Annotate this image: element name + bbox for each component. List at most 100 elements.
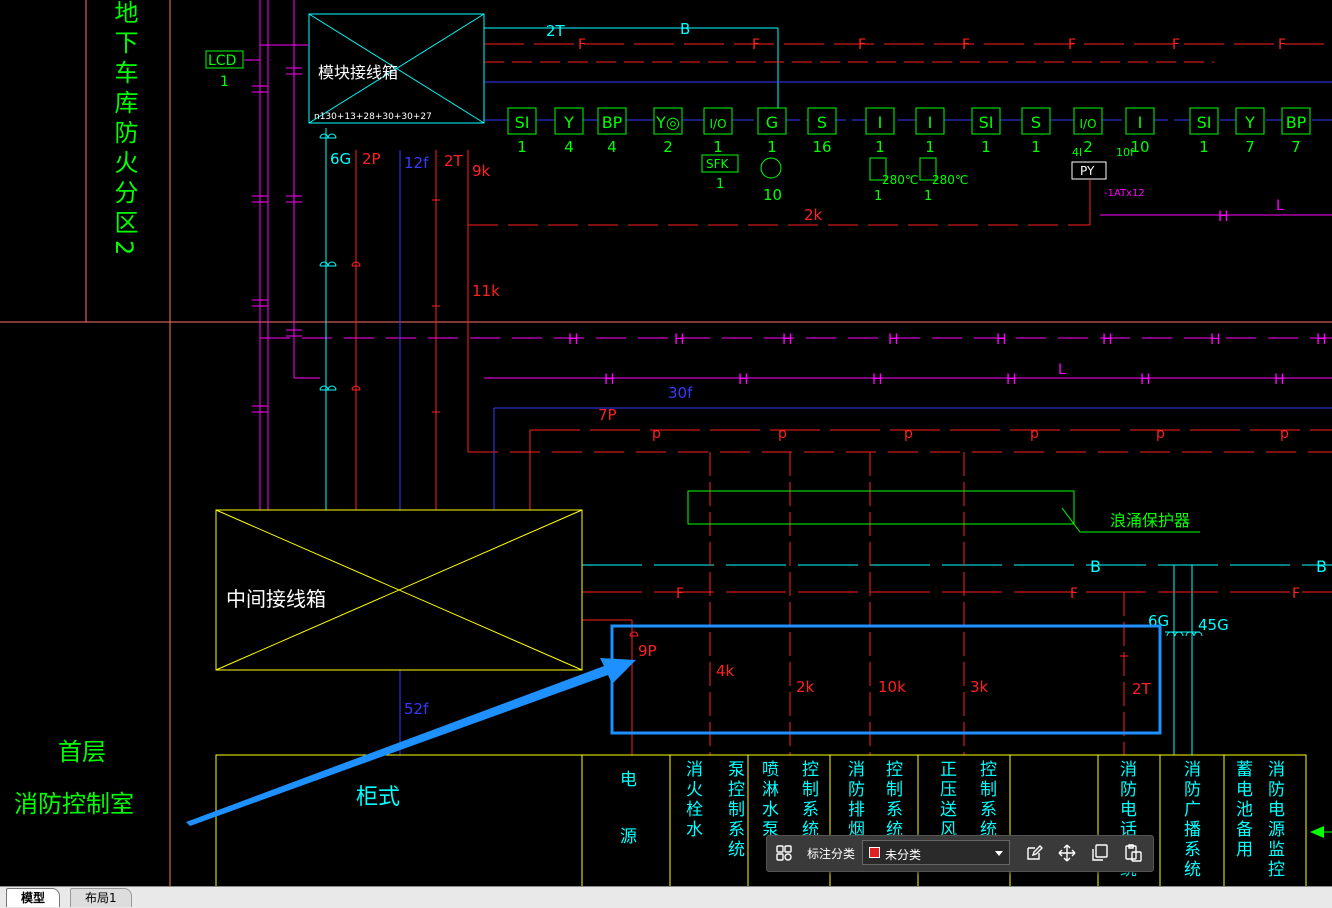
svg-text:F: F xyxy=(752,37,760,53)
svg-text:3k: 3k xyxy=(970,678,989,696)
svg-text:H: H xyxy=(604,372,615,388)
axis-lines xyxy=(0,0,1332,888)
device-symbol-label: Y xyxy=(563,113,574,132)
cabinet-column-label: 控制系统 xyxy=(976,760,997,840)
cad-drawing-canvas[interactable]: 模块接线箱 n130+13+28+30+30+27 LCD 1 地下车库防火分区… xyxy=(0,0,1332,888)
svg-text:H: H xyxy=(872,372,883,388)
svg-text:10f: 10f xyxy=(1116,146,1135,159)
svg-text:2T: 2T xyxy=(546,22,566,40)
device-symbol[interactable]: I10 xyxy=(1125,107,1155,156)
red-connector-symbols xyxy=(351,199,1128,657)
device-count: 1 xyxy=(1199,138,1209,156)
chevron-down-icon xyxy=(993,845,1005,864)
svg-text:11k: 11k xyxy=(472,282,500,300)
svg-text:H: H xyxy=(568,332,579,348)
svg-text:10k: 10k xyxy=(878,678,906,696)
device-symbol[interactable]: SI1 xyxy=(971,107,1001,156)
svg-text:p: p xyxy=(778,426,787,442)
device-symbol-row: SI1Y4BP4Y◎2I/O1G1S16I1I1SI1S1I/O2I10SI1Y… xyxy=(507,107,1311,156)
device-count: 1 xyxy=(1031,138,1041,156)
device-symbol-label: I xyxy=(928,113,933,132)
cabinet-column-label: 蓄电池备用 xyxy=(1232,760,1253,860)
cabinet-column-label: 消防排烟 xyxy=(844,760,865,840)
svg-text:1: 1 xyxy=(924,189,932,204)
svg-text:p: p xyxy=(1280,426,1289,442)
device-symbol-label: Y xyxy=(1244,113,1255,132)
svg-text:p: p xyxy=(1156,426,1165,442)
svg-text:F: F xyxy=(858,37,866,53)
tab-model[interactable]: 模型 xyxy=(6,888,61,907)
room-floor-label: 首层 xyxy=(58,738,106,766)
device-symbol-label: I xyxy=(1138,113,1143,132)
device-symbol[interactable]: S1 xyxy=(1021,107,1051,156)
device-symbol[interactable]: Y7 xyxy=(1235,107,1265,156)
annotation-arrow[interactable] xyxy=(186,658,636,826)
svg-text:H: H xyxy=(1102,332,1113,348)
cabinet-label: 柜式 xyxy=(356,785,400,810)
lcd-box[interactable] xyxy=(205,50,244,69)
device-count: 1 xyxy=(767,138,777,156)
edit-icon[interactable] xyxy=(1022,841,1046,865)
svg-text:1: 1 xyxy=(874,189,882,204)
cabinet-column-label: 控制系统 xyxy=(882,760,903,840)
device-symbol[interactable]: SI1 xyxy=(507,107,537,156)
paste-icon[interactable] xyxy=(1121,841,1145,865)
svg-text:F: F xyxy=(676,586,684,602)
cabinet-column-label: 消防电源监控 xyxy=(1264,760,1285,880)
svg-text:2k: 2k xyxy=(804,206,823,224)
cabinet-column-label: 控制系统 xyxy=(798,760,819,840)
svg-text:10: 10 xyxy=(763,186,782,204)
svg-text:H: H xyxy=(782,332,793,348)
sub-devices: SFK 1 10 280℃ 280℃ 1 1 PY -1ATx12 10f 4l xyxy=(701,146,1145,204)
ground-symbols xyxy=(252,67,302,413)
device-symbol[interactable]: I1 xyxy=(915,107,945,156)
device-symbol[interactable]: Y◎2 xyxy=(653,107,683,156)
tab-layout-1[interactable]: 布局1 xyxy=(70,888,132,907)
device-symbol-label: I/O xyxy=(1079,117,1096,131)
middle-box-title: 中间接线箱 xyxy=(226,587,326,611)
svg-text:-1ATx12: -1ATx12 xyxy=(1104,188,1145,199)
middle-junction-box[interactable] xyxy=(215,509,583,671)
svg-text:12f: 12f xyxy=(404,154,429,172)
connector-symbols xyxy=(319,133,1203,637)
cyan-wiring xyxy=(325,27,1332,755)
device-symbol[interactable]: I/O2 xyxy=(1073,107,1103,156)
svg-text:4k: 4k xyxy=(716,662,735,680)
device-symbol[interactable]: BP4 xyxy=(597,107,627,156)
device-count: 7 xyxy=(1291,138,1301,156)
green-arrowhead xyxy=(1310,826,1324,838)
svg-text:9P: 9P xyxy=(638,642,657,660)
device-symbol-label: SI xyxy=(515,113,530,132)
surge-protector-box[interactable] xyxy=(687,490,1075,525)
device-count: 4 xyxy=(607,138,617,156)
category-select[interactable]: 未分类 xyxy=(862,840,1010,865)
svg-text:B: B xyxy=(680,20,690,38)
magenta-wiring xyxy=(244,0,1332,510)
device-symbol[interactable]: BP7 xyxy=(1281,107,1311,156)
device-symbol[interactable]: G1 xyxy=(757,107,787,156)
device-count: 16 xyxy=(812,138,831,156)
device-symbol[interactable]: S16 xyxy=(807,107,837,156)
svg-text:F: F xyxy=(1068,37,1076,53)
module-box-title: 模块接线箱 xyxy=(318,63,398,82)
device-symbol[interactable]: I/O 1 xyxy=(703,107,733,156)
device-symbol[interactable]: Y4 xyxy=(554,107,584,156)
device-count: 1 xyxy=(925,138,935,156)
svg-text:PY: PY xyxy=(1080,164,1095,178)
module-junction-box[interactable] xyxy=(308,13,485,124)
device-symbol[interactable]: SI1 xyxy=(1189,107,1219,156)
svg-text:F: F xyxy=(1070,586,1078,602)
svg-text:H: H xyxy=(738,372,749,388)
copy-icon[interactable] xyxy=(1088,841,1112,865)
device-symbol-label: I xyxy=(878,113,883,132)
lower-branch-labels: 9P 4k 2k 10k 3k 2T 6G 45G xyxy=(638,612,1229,698)
device-symbol[interactable]: I1 xyxy=(865,107,895,156)
device-count: 1 xyxy=(713,138,723,156)
device-count: 1 xyxy=(875,138,885,156)
device-count: 7 xyxy=(1245,138,1255,156)
move-icon[interactable] xyxy=(1055,841,1079,865)
device-symbol-label: I/O xyxy=(709,117,726,131)
category-grid-icon[interactable] xyxy=(772,841,796,865)
svg-text:280℃: 280℃ xyxy=(932,173,968,187)
svg-text:H: H xyxy=(674,332,685,348)
